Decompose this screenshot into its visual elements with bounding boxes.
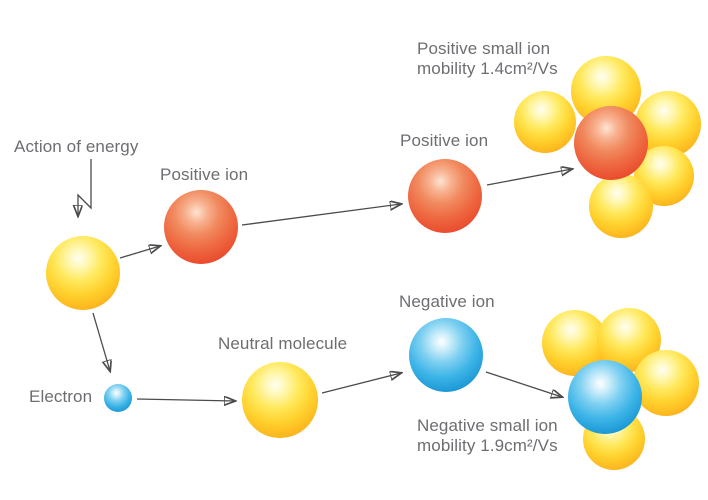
- arrow-negative-ion-to-cluster: [485, 371, 562, 397]
- positive-ion-sphere-2: [408, 159, 482, 233]
- positive-mobility-line1: Positive small ion: [417, 39, 551, 58]
- positive-mobility-line2: mobility 1.4cm²/Vs: [417, 59, 558, 78]
- cluster-positive-ion-sphere: [574, 106, 648, 180]
- negative-mobility-line2: mobility 1.9cm²/Vs: [417, 436, 558, 455]
- negative-ion-label: Negative ion: [399, 292, 495, 311]
- neutral-molecule-label: Neutral molecule: [218, 334, 348, 353]
- cluster-yellow-sphere: [589, 174, 653, 238]
- negative-mobility-line1: Negative small ion: [417, 416, 558, 435]
- arrow-molecule-to-positive-ion: [119, 246, 160, 259]
- cluster-yellow-sphere: [633, 350, 699, 416]
- electron-sphere: [104, 384, 132, 412]
- positive-ion-label-2: Positive ion: [400, 131, 489, 150]
- neutral-molecule-sphere: [242, 362, 318, 438]
- positive-ion-sphere-1: [164, 190, 238, 264]
- positive-mobility-label: Positive small ion mobility 1.4cm²/Vs: [417, 39, 558, 79]
- arrow-positive-ion-to-cluster: [486, 169, 572, 186]
- electron-label: Electron: [29, 387, 93, 406]
- arrow-positive-ion-to-positive-ion: [241, 204, 401, 226]
- arrow-neutral-molecule-to-negative-ion: [321, 373, 401, 394]
- cluster-yellow-sphere: [514, 91, 576, 153]
- arrow-molecule-to-electron: [92, 312, 110, 371]
- negative-mobility-label: Negative small ion mobility 1.9cm²/Vs: [417, 416, 558, 456]
- energy-bolt-arrow: [78, 159, 92, 216]
- positive-ion-label-1: Positive ion: [160, 165, 249, 184]
- cluster-negative-ion-sphere: [568, 360, 642, 434]
- molecule-sphere: [46, 236, 120, 310]
- negative-ion-sphere: [409, 318, 483, 392]
- arrow-electron-to-neutral-molecule: [136, 399, 235, 401]
- action-of-energy-label: Action of energy: [14, 137, 139, 156]
